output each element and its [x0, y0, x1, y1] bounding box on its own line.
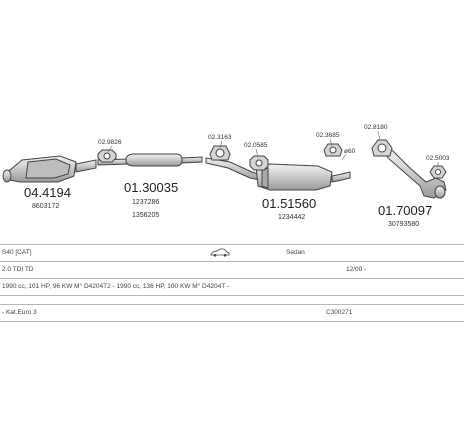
fitting-number: 02.3163: [208, 134, 232, 141]
hanger-icon[interactable]: [429, 165, 447, 179]
vehicle-info-table: S40 [CAT] Sedan 2.0 TDI TD 12/00 - 1990 …: [0, 244, 464, 322]
middle-silencer[interactable]: [205, 157, 351, 191]
catalytic-converter[interactable]: [2, 155, 97, 183]
body-type: Sedan: [286, 249, 305, 256]
catalyst-label: - Kat.Euro 3: [2, 309, 37, 316]
part-number: 01.70097: [378, 203, 432, 218]
catalogue-code: C300271: [326, 309, 353, 316]
sedan-car-icon: [210, 248, 230, 257]
info-row: 1990 cc, 101 HP, 96 KW M° D4204T2 - 1990…: [0, 279, 464, 296]
clamp-icon[interactable]: [209, 145, 231, 161]
fitting-number: 02.0585: [244, 142, 268, 149]
fitting-number: 02.9826: [98, 139, 122, 146]
fitting-number: 02.8180: [364, 124, 388, 131]
gasket-icon[interactable]: [249, 155, 269, 171]
info-row: 2.0 TDI TD 12/00 -: [0, 262, 464, 279]
part-ref: 8603172: [32, 203, 59, 210]
part-number: 01.30035: [124, 180, 178, 195]
model-label: S40 [CAT]: [2, 249, 32, 256]
part-number: 01.51560: [262, 196, 316, 211]
tail-pipe[interactable]: [385, 149, 447, 199]
clamp-icon[interactable]: [371, 139, 393, 157]
production-date: 12/00 -: [346, 266, 367, 273]
part-ref: 1356205: [132, 212, 159, 219]
part-ref: 1234442: [278, 214, 305, 221]
fitting-number: 02.5003: [426, 155, 450, 162]
engine-specs: 1990 cc, 101 HP, 96 KW M° D4204T2 - 1990…: [2, 283, 230, 290]
engine-label: 2.0 TDI TD: [2, 266, 34, 273]
info-row: - Kat.Euro 3 C300271: [0, 304, 464, 322]
front-pipe-resonator[interactable]: [97, 153, 203, 167]
part-ref: 30793580: [388, 221, 419, 228]
gasket-icon[interactable]: [97, 149, 117, 163]
info-row: S40 [CAT] Sedan: [0, 244, 464, 262]
clamp-size-label: ø60: [344, 148, 356, 155]
part-ref: 1237286: [132, 199, 159, 206]
exhaust-diagram: 04.4194 8603172 01.30035 1237286 1356205…: [2, 124, 450, 228]
clamp-icon[interactable]: [323, 143, 343, 157]
leader-lines: [107, 130, 439, 167]
part-number: 04.4194: [24, 185, 71, 200]
fitting-number: 02.3685: [316, 132, 340, 139]
